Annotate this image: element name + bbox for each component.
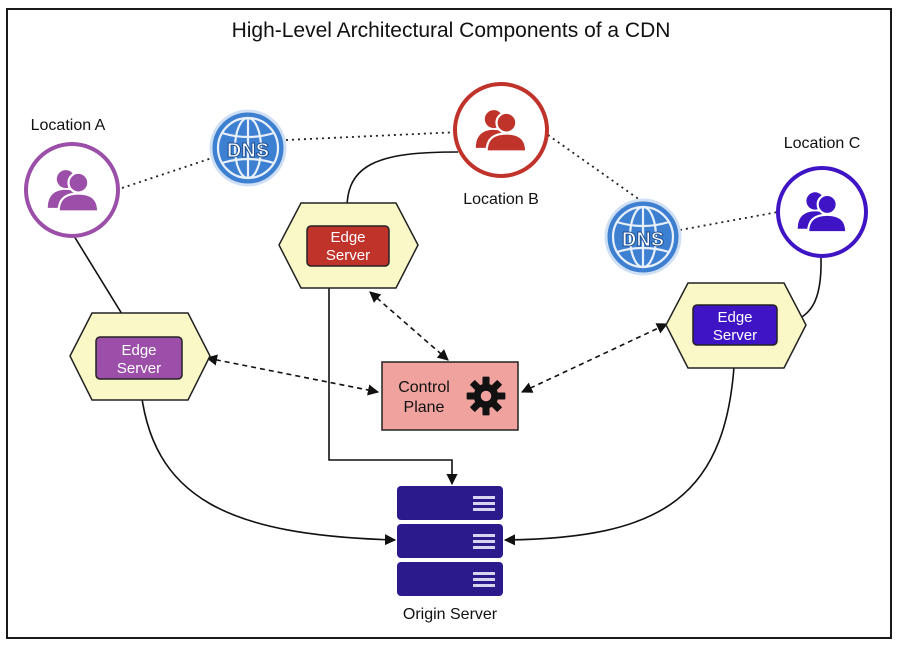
control-links — [205, 291, 669, 396]
edge-server-c: Edge Server — [665, 282, 807, 369]
location-b-label: Location B — [463, 191, 539, 208]
location-b: Location B — [453, 82, 549, 208]
location-a: Location A — [24, 117, 120, 238]
dns-node-2: DNS — [604, 198, 682, 276]
origin-server-label: Origin Server — [403, 606, 498, 623]
dns-label: DNS — [622, 229, 664, 251]
gear-icon — [466, 376, 506, 416]
dns-links — [121, 131, 779, 231]
diagram-title: High-Level Architectural Components of a… — [232, 19, 671, 42]
edge-server-a-line1: Edge — [121, 342, 156, 359]
edge-server-b: Edge Server — [278, 202, 419, 289]
edge-server-b-line1: Edge — [330, 229, 365, 246]
dns-label: DNS — [227, 140, 269, 162]
control-plane-line1: Control — [398, 379, 450, 396]
edge-server-b-line2: Server — [326, 247, 370, 264]
control-plane: Control Plane — [381, 361, 519, 431]
location-c-label: Location C — [784, 135, 861, 152]
location-c: Location C — [776, 135, 868, 258]
location-a-label: Location A — [31, 117, 106, 134]
control-plane-line2: Plane — [404, 399, 445, 416]
edge-server-a-line2: Server — [117, 360, 161, 377]
server-rack-icon — [397, 486, 503, 596]
edge-server-c-line2: Server — [713, 327, 757, 344]
dns-node-1: DNS — [209, 109, 287, 187]
origin-server: Origin Server — [397, 486, 503, 623]
edge-server-c-line1: Edge — [717, 309, 752, 326]
edge-server-a: Edge Server — [69, 312, 211, 401]
